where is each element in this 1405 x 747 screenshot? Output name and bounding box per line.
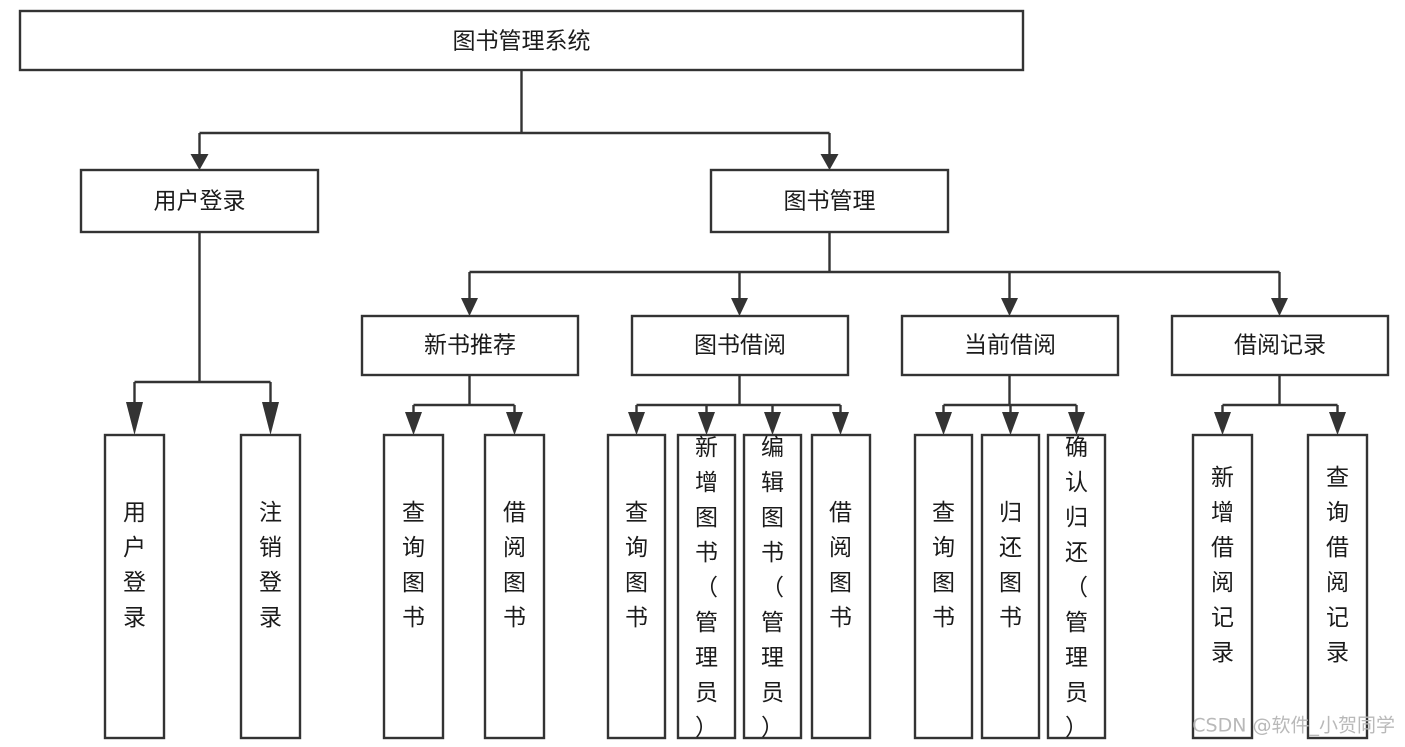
arrow-head-leaf-confirm-return: [1068, 412, 1085, 435]
node-new-book-recommend-box[interactable]: [360, 314, 580, 377]
arrow-head-leaf-logout-login: [262, 402, 279, 435]
arrow-head-borrow-record: [1271, 298, 1288, 316]
node-borrow-record[interactable]: 借阅记录: [1170, 314, 1390, 377]
node-root-box[interactable]: [18, 9, 1025, 72]
arrow-head-leaf-query-book-2: [628, 412, 645, 435]
arrow-head-leaf-user-login: [126, 402, 143, 435]
node-leaf-query-book-1-box[interactable]: [382, 433, 445, 740]
node-leaf-borrow-book-2-label: 借阅图书: [829, 500, 852, 631]
node-user-login-box[interactable]: [79, 168, 320, 234]
node-leaf-query-book-2-label: 查询图书: [625, 500, 648, 631]
node-leaf-return-book-label: 归还图书: [999, 500, 1022, 631]
node-leaf-borrow-book-2[interactable]: 借阅图书: [810, 433, 872, 740]
arrow-head-leaf-add-book: [698, 412, 715, 435]
node-leaf-query-book-3[interactable]: 查询图书: [913, 433, 974, 740]
node-book-manage-box[interactable]: [709, 168, 950, 234]
node-leaf-return-book[interactable]: 归还图书: [980, 433, 1041, 740]
node-leaf-logout-login[interactable]: 注销登录: [239, 433, 302, 740]
node-leaf-add-record[interactable]: 新增借阅记录: [1191, 433, 1254, 740]
node-leaf-borrow-book-1[interactable]: 借阅图书: [483, 433, 546, 740]
node-leaf-query-record-box[interactable]: [1306, 433, 1369, 740]
arrow-head-new-book-recommend: [461, 298, 478, 316]
node-leaf-add-record-box[interactable]: [1191, 433, 1254, 740]
arrow-head-leaf-query-book-3: [935, 412, 952, 435]
node-leaf-query-book-2-box[interactable]: [606, 433, 667, 740]
connector-layer: [126, 70, 1346, 435]
node-root-label: 图书管理系统: [453, 29, 591, 55]
watermark-label: CSDN @软件_小贺同学: [1192, 715, 1395, 737]
node-leaf-query-record-label: 查询借阅记录: [1326, 465, 1349, 666]
node-current-borrow-box[interactable]: [900, 314, 1120, 377]
node-leaf-confirm-return[interactable]: 确认归还（管理员）: [1046, 433, 1107, 741]
node-leaf-edit-book[interactable]: 编辑图书（管理员）: [742, 433, 803, 741]
node-leaf-query-book-1-label: 查询图书: [402, 500, 425, 631]
node-leaf-confirm-return-box[interactable]: [1046, 433, 1107, 740]
arrow-head-leaf-edit-book: [764, 412, 781, 435]
node-leaf-query-book-2[interactable]: 查询图书: [606, 433, 667, 740]
node-leaf-borrow-book-2-box[interactable]: [810, 433, 872, 740]
arrow-head-leaf-add-record: [1214, 412, 1231, 435]
node-leaf-add-book-label: 新增图书（管理员）: [695, 435, 718, 741]
node-leaf-confirm-return-label: 确认归还（管理员）: [1065, 435, 1088, 741]
node-leaf-logout-login-label: 注销登录: [259, 500, 282, 631]
arrow-head-book-manage: [820, 154, 839, 170]
node-leaf-query-book-1[interactable]: 查询图书: [382, 433, 445, 740]
arrow-head-leaf-query-record: [1329, 412, 1346, 435]
node-leaf-edit-book-box[interactable]: [742, 433, 803, 740]
arrow-head-leaf-return-book: [1002, 412, 1019, 435]
node-borrow-record-label: 借阅记录: [1234, 333, 1326, 359]
arrow-head-leaf-query-book-1: [405, 412, 422, 435]
node-leaf-logout-login-box[interactable]: [239, 433, 302, 740]
node-new-book-recommend[interactable]: 新书推荐: [360, 314, 580, 377]
node-leaf-query-book-3-label: 查询图书: [932, 500, 955, 631]
node-user-login[interactable]: 用户登录: [79, 168, 320, 234]
node-book-borrow-box[interactable]: [630, 314, 850, 377]
node-leaf-add-record-label: 新增借阅记录: [1211, 465, 1234, 666]
node-current-borrow-label: 当前借阅: [964, 333, 1056, 359]
node-borrow-record-box[interactable]: [1170, 314, 1390, 377]
node-book-borrow[interactable]: 图书借阅: [630, 314, 850, 377]
node-leaf-add-book-box[interactable]: [676, 433, 737, 740]
arrow-head-leaf-borrow-book-1: [506, 412, 523, 435]
arrow-head-book-borrow: [731, 298, 748, 316]
node-leaf-borrow-book-1-box[interactable]: [483, 433, 546, 740]
arrow-head-current-borrow: [1001, 298, 1018, 316]
node-book-manage[interactable]: 图书管理: [709, 168, 950, 234]
node-new-book-recommend-label: 新书推荐: [424, 333, 516, 359]
arrow-head-user-login: [190, 154, 209, 170]
node-leaf-add-book[interactable]: 新增图书（管理员）: [676, 433, 737, 741]
node-book-borrow-label: 图书借阅: [694, 333, 786, 359]
arrow-head-leaf-borrow-book-2: [832, 412, 849, 435]
node-book-manage-label: 图书管理: [784, 189, 876, 215]
node-leaf-edit-book-label: 编辑图书（管理员）: [761, 435, 784, 741]
node-current-borrow[interactable]: 当前借阅: [900, 314, 1120, 377]
node-leaf-borrow-book-1-label: 借阅图书: [503, 500, 526, 631]
node-root[interactable]: 图书管理系统: [18, 9, 1025, 72]
node-leaf-query-book-3-box[interactable]: [913, 433, 974, 740]
node-leaf-user-login-label: 用户登录: [123, 500, 146, 631]
node-user-login-label: 用户登录: [154, 189, 246, 215]
node-leaf-return-book-box[interactable]: [980, 433, 1041, 740]
node-leaf-query-record[interactable]: 查询借阅记录: [1306, 433, 1369, 740]
node-leaf-user-login[interactable]: 用户登录: [103, 433, 166, 740]
node-leaf-user-login-box[interactable]: [103, 433, 166, 740]
